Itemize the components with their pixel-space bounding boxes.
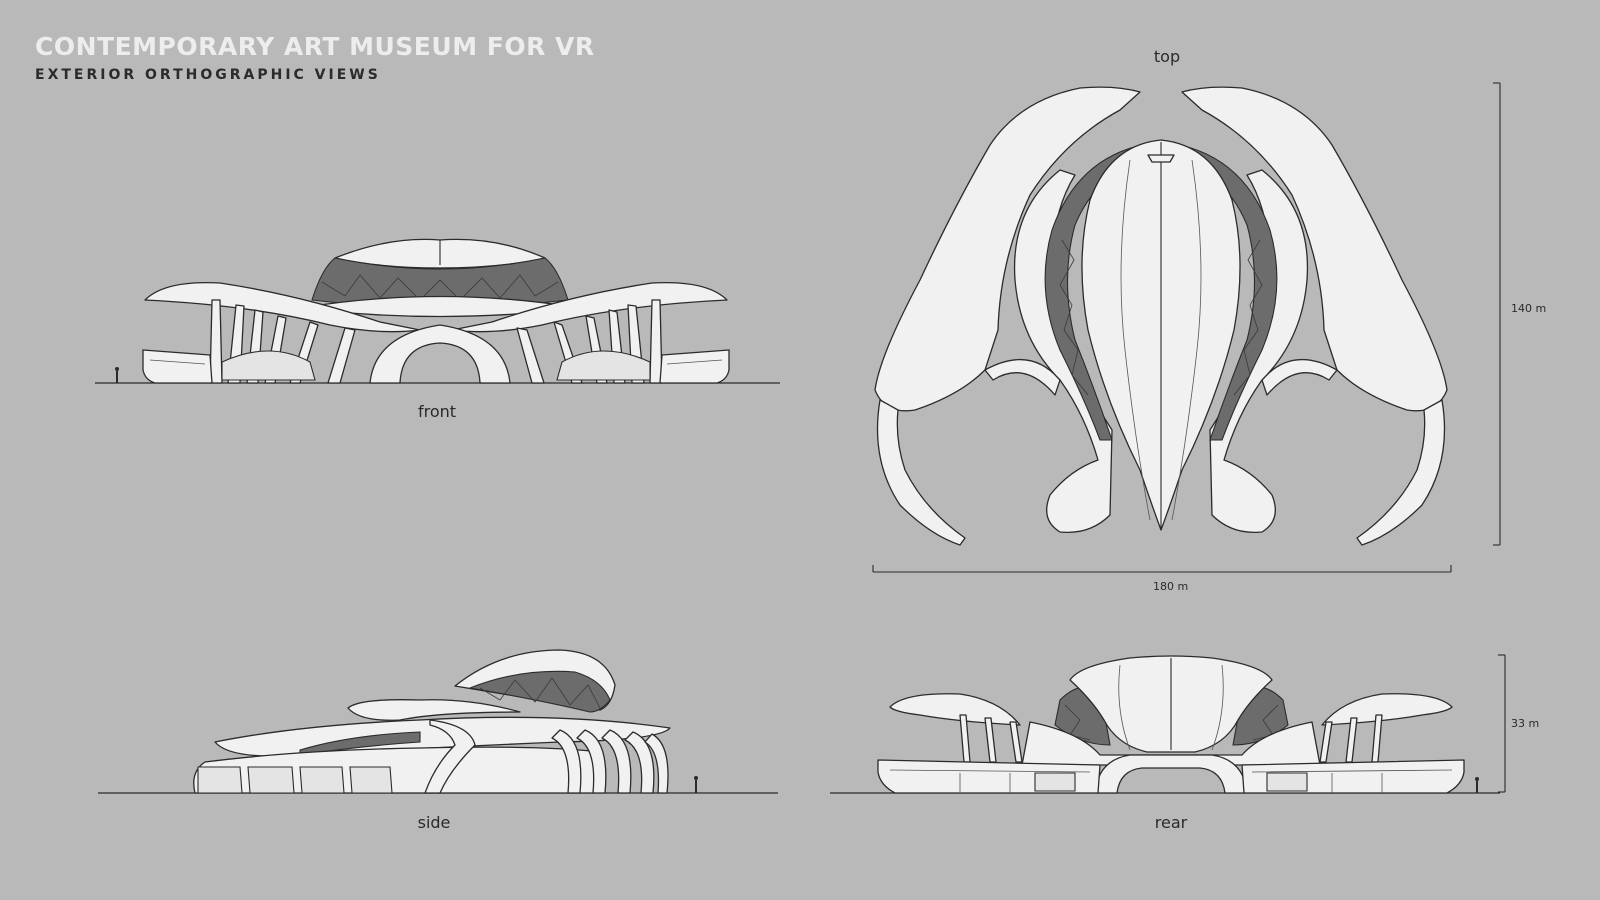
front-view-label: front — [417, 402, 457, 421]
rear-view-drawing — [830, 655, 1500, 794]
width-dimension-label: 180 m — [1153, 580, 1189, 593]
top-left-wing — [874, 86, 1141, 412]
rear-left-wing — [889, 693, 1021, 726]
side-glazing-band — [467, 670, 611, 713]
top-right-wing — [1181, 86, 1448, 412]
side-central-strut — [424, 719, 476, 794]
rear-right-wing — [1321, 693, 1453, 726]
top-view-label: top — [1153, 47, 1181, 66]
front-right-pod — [659, 349, 730, 384]
rear-entrance-arch — [1094, 754, 1248, 794]
front-entrance-arch — [369, 324, 511, 384]
top-view-drawing — [874, 86, 1448, 546]
rear-view-label: rear — [1154, 813, 1188, 832]
depth-dimension-label: 140 m — [1511, 302, 1547, 315]
sheet-title: CONTEMPORARY ART MUSEUM FOR VR — [35, 32, 595, 61]
top-right-front-arm — [1356, 399, 1446, 546]
side-view-label: side — [417, 813, 451, 832]
side-base-cells — [197, 766, 393, 794]
top-left-front-arm — [876, 399, 966, 546]
rear-scale-figure — [1475, 777, 1479, 793]
side-upper-wing — [347, 699, 521, 721]
front-view-drawing — [95, 238, 780, 384]
front-scale-figure — [115, 367, 119, 383]
sheet-subtitle: EXTERIOR ORTHOGRAPHIC VIEWS — [35, 67, 381, 83]
top-dimension-lines — [872, 82, 1506, 793]
side-lower-body — [193, 746, 601, 794]
top-right-link — [1261, 358, 1338, 396]
side-scale-figure — [694, 776, 698, 793]
side-ribs — [551, 729, 669, 794]
side-view-drawing — [98, 649, 778, 794]
rear-middle-body — [1021, 721, 1321, 766]
front-left-pod — [142, 349, 213, 384]
height-dimension-label: 33 m — [1511, 717, 1540, 730]
rear-columns — [959, 714, 1383, 763]
top-left-link — [984, 358, 1061, 396]
